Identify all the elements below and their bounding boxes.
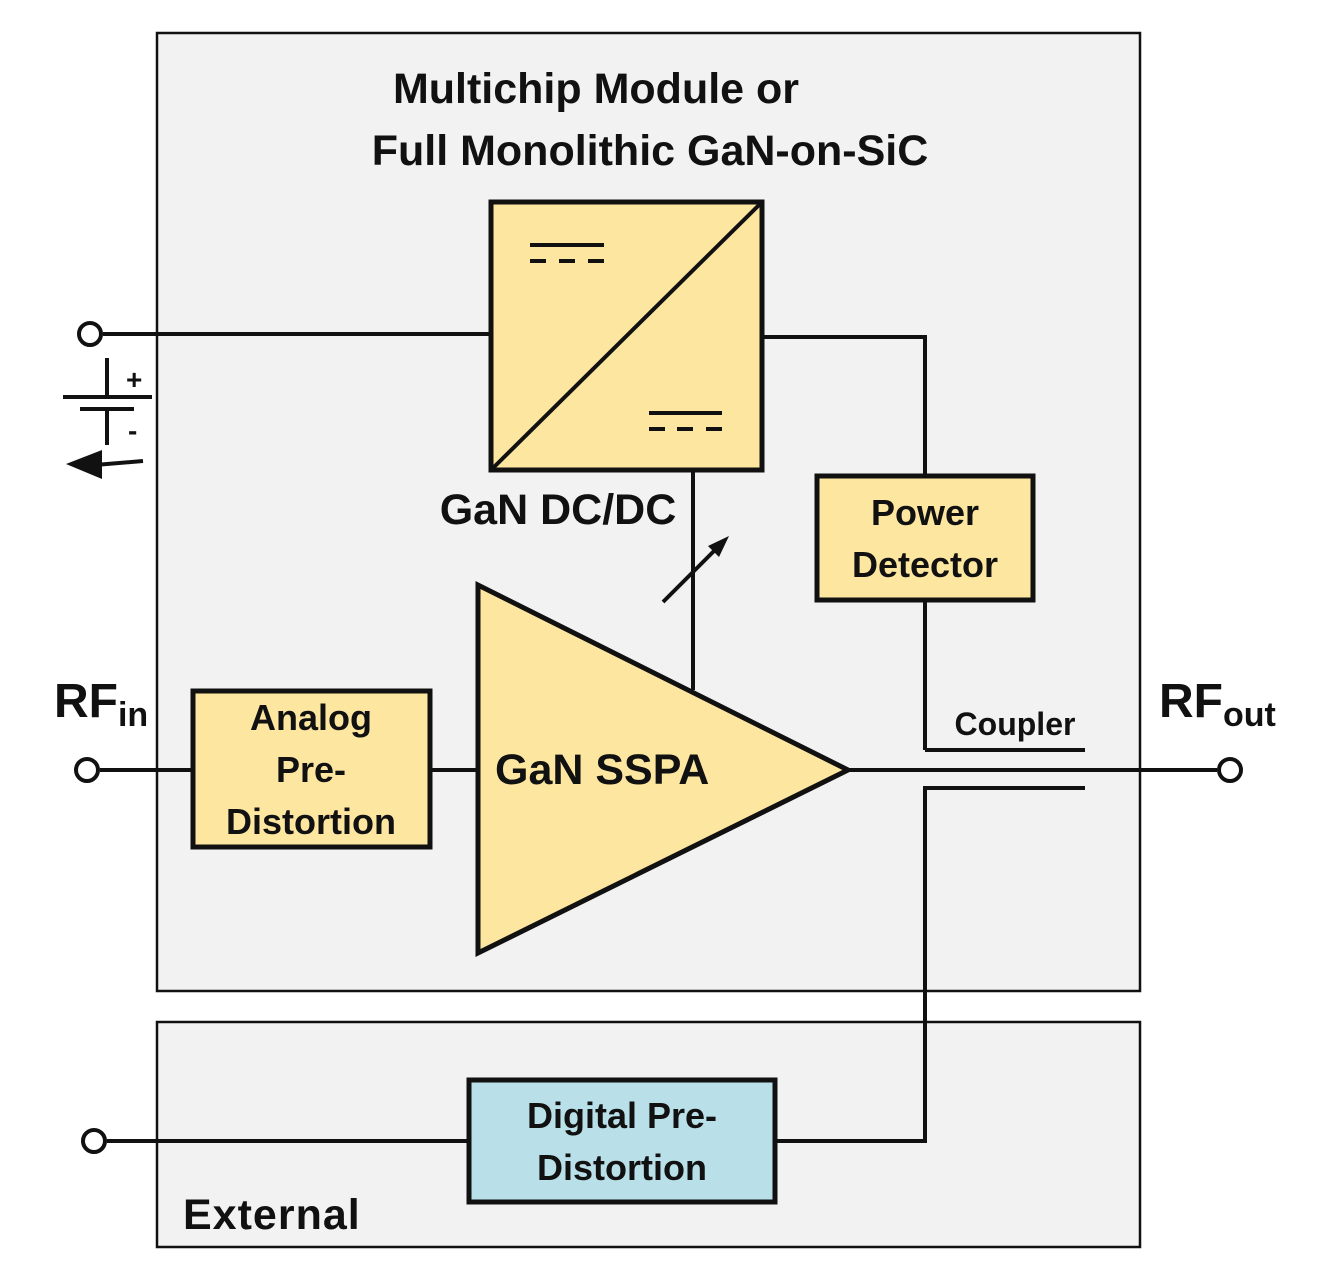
analog-pd-label-line1: Analog xyxy=(250,697,372,738)
power-detector-label-line2: Detector xyxy=(852,544,998,585)
module-title-line2: Full Monolithic GaN-on-SiC xyxy=(372,127,929,175)
dc-supply-terminal-icon xyxy=(77,321,103,347)
digital-predistortion-block xyxy=(466,1077,778,1205)
digital-pd-label-line1: Digital Pre- xyxy=(527,1095,717,1136)
power-detector-block xyxy=(814,473,1036,603)
digital-pd-label-line2: Distortion xyxy=(537,1147,707,1188)
battery-minus-label: - xyxy=(128,415,137,446)
rf-out-sub: out xyxy=(1223,696,1276,734)
rf-out-main: RF xyxy=(1159,675,1223,728)
battery-icon xyxy=(63,358,152,479)
module-title-line1: Multichip Module or xyxy=(393,65,799,113)
analog-pd-label-line3: Distortion xyxy=(226,801,396,842)
wires xyxy=(100,332,1217,1143)
variable-arrow-icon xyxy=(661,536,729,604)
rf-out-terminal-icon xyxy=(1217,757,1243,783)
battery-plus-label: + xyxy=(126,364,142,395)
external-label: External xyxy=(183,1191,361,1239)
analog-pd-label-line2: Pre- xyxy=(276,749,346,790)
power-detector-label-line1: Power xyxy=(871,492,979,533)
sspa-label: GaN SSPA xyxy=(495,746,709,794)
dcdc-label: GaN DC/DC xyxy=(440,486,677,534)
rf-in-label: RFin xyxy=(54,675,148,734)
dc-symbol-output-icon xyxy=(649,411,722,431)
rf-in-terminal-icon xyxy=(74,757,100,783)
rf-in-sub: in xyxy=(118,696,148,734)
analog-predistortion-block xyxy=(190,688,433,850)
dc-symbol-input-icon xyxy=(530,243,604,263)
dcdc-converter-block xyxy=(488,199,765,473)
rf-out-label: RFout xyxy=(1159,675,1276,734)
dpd-input-terminal-icon xyxy=(81,1128,107,1154)
sspa-amplifier-icon xyxy=(475,580,854,958)
rf-in-main: RF xyxy=(54,675,118,728)
coupler-label: Coupler xyxy=(955,706,1076,742)
